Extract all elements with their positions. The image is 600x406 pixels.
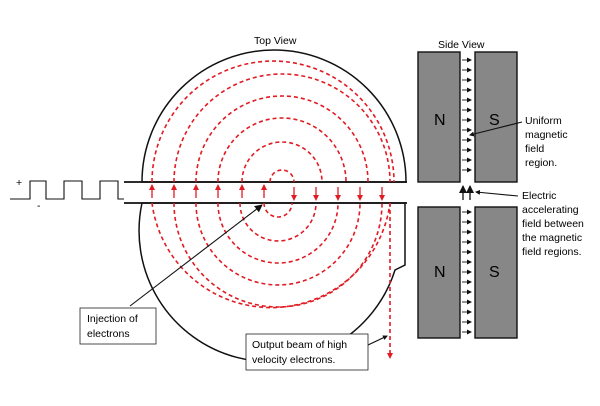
injection-callout [79,307,157,345]
magnet-bottom-north [417,206,461,339]
gap-arrows [149,184,385,201]
side-view: N S N S [417,51,518,339]
magnet-bottom-south [474,206,518,339]
electric-field-line5: field regions. [522,246,582,258]
uniform-field-line2: magnetic [525,129,568,141]
magnet-top-n-label: N [434,112,446,129]
uniform-field-line4: region. [525,157,557,169]
output-callout [245,333,369,371]
square-wave-signal: + - [10,177,124,212]
upper-dee [141,49,407,183]
signal-plus: + [16,177,22,189]
magnet-bottom-n-label: N [434,264,446,281]
electric-field-line4: the magnetic [522,232,582,244]
magnetic-field-arrows [462,57,472,335]
magnet-top-north [417,51,461,183]
electric-field-line3: field between [522,218,584,230]
magnet-top-south [474,51,518,183]
electric-field-line1: Electric [522,190,556,202]
output-pointer [367,335,388,346]
injection-label-line2: electrons [87,328,130,340]
side-view-title: Side View [438,39,485,51]
output-label-line2: velocity electrons. [252,354,335,366]
electric-field-line2: accelerating [522,204,579,216]
magnet-bottom-s-label: S [489,264,500,281]
uniform-field-pointer [469,121,523,137]
magnet-top-s-label: S [489,112,500,129]
uniform-field-line1: Uniform [525,115,562,127]
injection-pointer [129,204,263,307]
electric-field-pointer [475,189,519,197]
top-view-title: Top View [254,35,297,47]
injection-label-line1: Injection of [87,313,138,325]
uniform-field-line3: field [525,143,544,155]
output-label-line1: Output beam of high [252,339,347,351]
electron-path-lower [151,202,391,309]
electron-path-upper [151,60,395,183]
signal-minus: - [37,200,41,212]
